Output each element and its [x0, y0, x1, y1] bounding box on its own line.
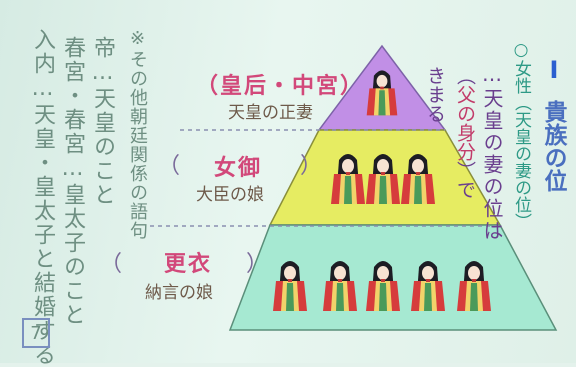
court-lady-figure	[323, 261, 357, 311]
explanation-line-3: （父の身分）で	[454, 66, 476, 199]
definition-togu: 春宮・春宮…皇太子のこと	[60, 36, 85, 327]
court-lady-figure	[411, 261, 445, 311]
page-number: 7	[22, 318, 50, 348]
explanation-wife-rank: （天皇の妻の位）	[511, 94, 531, 230]
court-lady-figure	[366, 70, 398, 116]
rank-nyogo: 女御	[214, 156, 263, 181]
definition-mikado: 帝…天皇のこと	[90, 36, 115, 207]
rank-nyogo-desc: 大臣の娘	[196, 185, 264, 205]
court-lady-figure	[366, 261, 400, 311]
fathers-status: 父の身分	[454, 85, 476, 161]
rank-koi: 更衣	[164, 252, 213, 277]
pyramid-tier-bottom	[228, 224, 558, 331]
paren-open: （	[454, 66, 476, 85]
paren-open-nyogo: （	[158, 154, 181, 179]
court-lady-figures	[273, 70, 491, 311]
court-lady-figure	[457, 261, 491, 311]
explanation-women-label: 女性	[511, 60, 531, 94]
rank-koi-desc: 納言の娘	[145, 283, 213, 303]
note-heading: ※その他朝廷関係の語句	[127, 28, 148, 240]
court-lady-figure	[366, 154, 400, 204]
court-lady-figure	[401, 154, 435, 204]
explanation-line-1: ○女性（天皇の妻の位）	[511, 40, 531, 230]
rank-kogo-desc: 天皇の正妻	[228, 103, 313, 123]
court-lady-figure	[331, 154, 365, 204]
section-title: 貴族の位	[540, 100, 566, 192]
definition-jusui: 入内…天皇・皇太子と結婚する	[30, 28, 55, 367]
paren-close: ）で	[454, 161, 476, 199]
paren-close-koi: ）	[246, 252, 269, 277]
explanation-line-4: きまる	[424, 66, 446, 123]
explanation-line-2: …天皇の妻の位は	[480, 62, 504, 242]
section-roman-numeral: Ⅰ	[540, 56, 568, 84]
rank-kogo-chugu: （皇后・中宮）	[196, 74, 365, 99]
paren-close-nyogo: ）	[300, 154, 323, 179]
paren-open-koi: （	[100, 252, 123, 277]
bullet-circle: ○	[511, 40, 531, 60]
court-lady-figure	[273, 261, 307, 311]
